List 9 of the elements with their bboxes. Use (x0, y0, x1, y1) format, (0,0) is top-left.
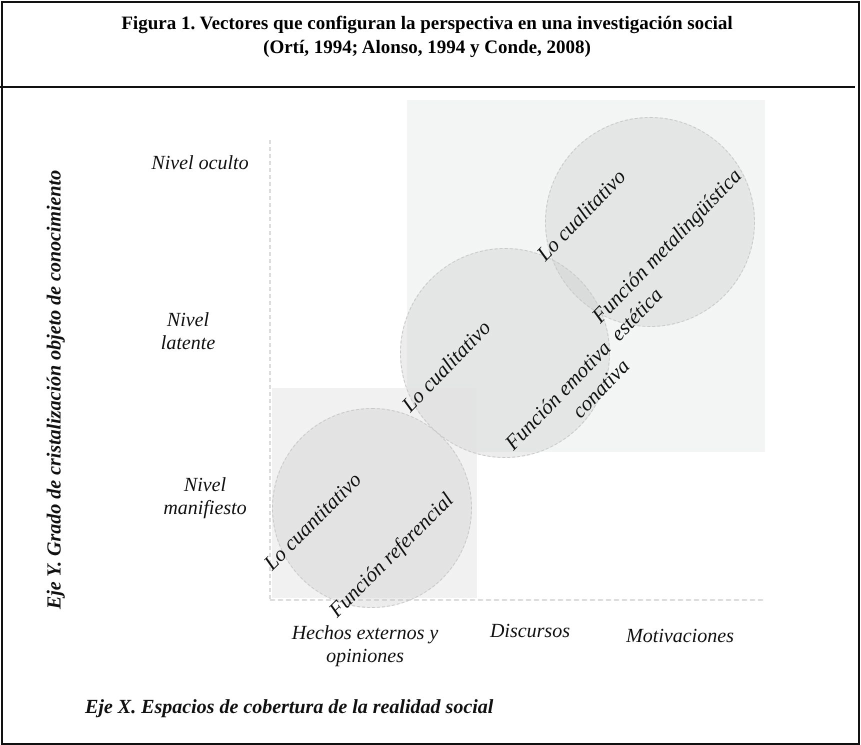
category-label: Motivaciones (625, 625, 735, 648)
axis-title: Eje Y. Grado de cristalización objeto de conocimiento (44, 168, 66, 612)
level-label: Nivel latente (160, 309, 216, 355)
figure-title: Figura 1. Vectores que configuran la perspectiva en una investigación social (Ortí, 1994; Alonso, 1994 y Conde, 2008) (120, 12, 734, 60)
level-label: Nivel oculto (150, 152, 250, 175)
axis-title: Eje X. Espacios de cobertura de la realidad social (85, 696, 494, 719)
category-label: Hechos externos y opiniones (290, 622, 440, 668)
level-label: Nivel manifiesto (162, 474, 248, 520)
category-label: Discursos (488, 620, 571, 643)
